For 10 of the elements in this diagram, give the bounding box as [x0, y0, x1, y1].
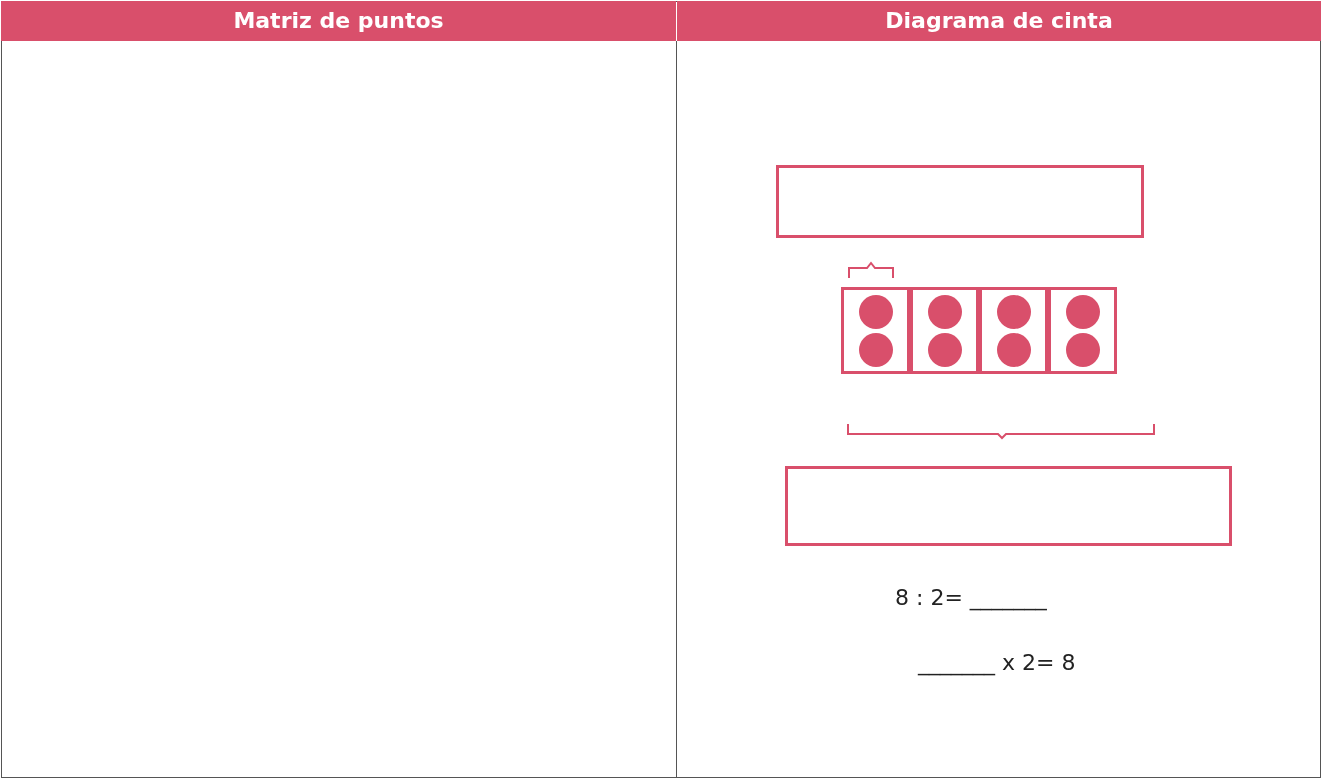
answer-box — [776, 165, 1144, 238]
answer-box — [785, 466, 1232, 546]
equation-text: _______ x 2= 8 — [918, 650, 1076, 675]
tape-segment — [1048, 287, 1117, 374]
tape-segment — [841, 287, 910, 374]
tape-segment — [979, 287, 1048, 374]
equation-text: 8 : 2= _______ — [895, 585, 1047, 610]
column-header: Diagrama de cinta — [677, 1, 1321, 41]
tape-segment — [910, 287, 979, 374]
column-header: Matriz de puntos — [1, 1, 676, 41]
